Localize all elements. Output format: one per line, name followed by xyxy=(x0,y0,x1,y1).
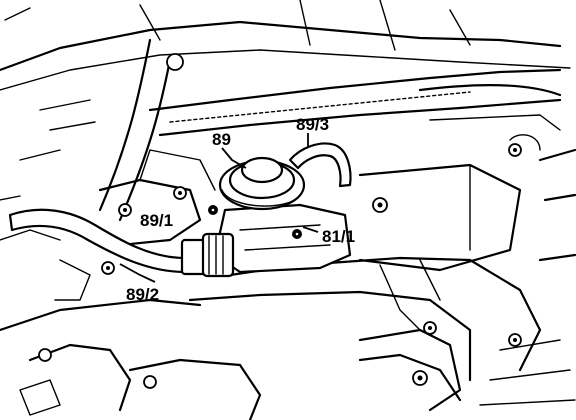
bolts xyxy=(38,53,522,389)
bolt-icon xyxy=(38,348,52,362)
hose-connector-89-1 xyxy=(180,232,235,278)
leader-lines xyxy=(119,133,319,283)
callout-89-2: 89/2 xyxy=(126,285,159,304)
callout-81-1: 81/1 xyxy=(322,227,355,246)
egr-valve xyxy=(180,156,352,278)
callout-89-1: 89/1 xyxy=(140,211,173,230)
callout-89-3: 89/3 xyxy=(296,115,329,134)
bolt-icon xyxy=(143,375,157,389)
callout-markers xyxy=(208,205,302,239)
callout-labels: 89 89/3 89/1 81/1 89/2 xyxy=(126,115,355,304)
hose-89-3 xyxy=(288,142,352,188)
callout-89: 89 xyxy=(212,130,231,149)
bolt-icon xyxy=(166,53,184,71)
